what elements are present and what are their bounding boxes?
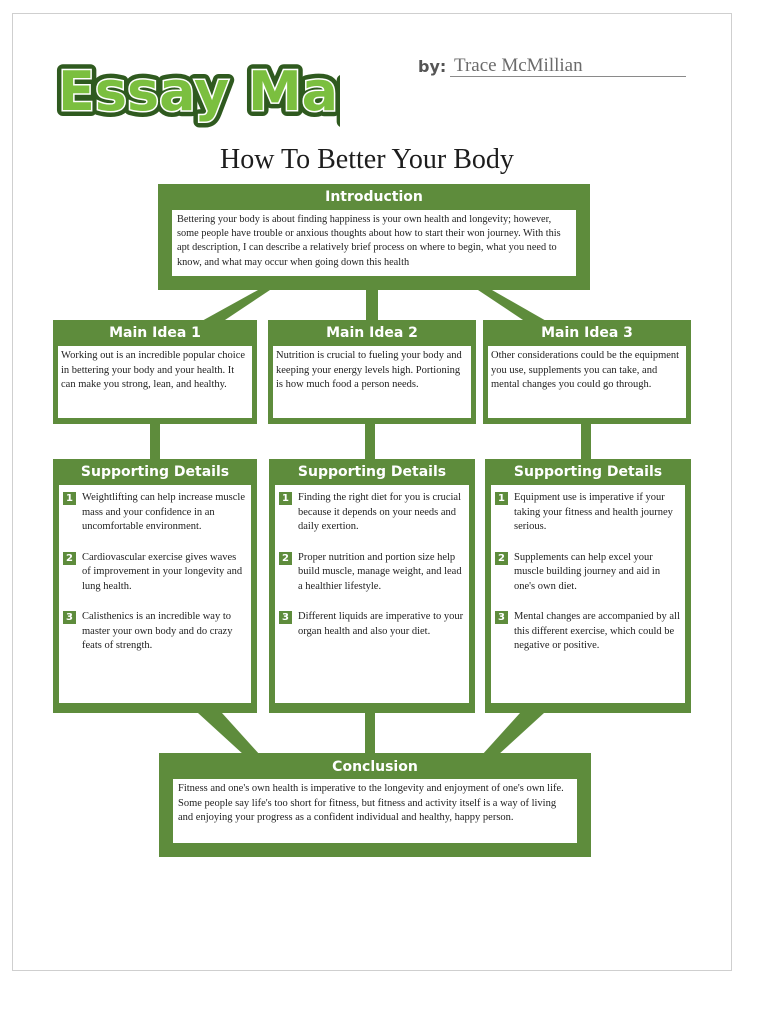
- detail-number-badge: 1: [63, 492, 76, 505]
- detail-number-badge: 3: [495, 611, 508, 624]
- detail-text: Mental changes are accompanied by all th…: [514, 611, 680, 651]
- connector-sup1-concl: [198, 713, 260, 755]
- supporting-details-2-box: Supporting Details 1 Finding the right d…: [269, 459, 475, 713]
- main-idea-3-heading: Main Idea 3: [541, 325, 633, 341]
- detail-item: 3 Mental changes are accompanied by all …: [495, 610, 681, 654]
- supporting-details-2-list: 1 Finding the right diet for you is cruc…: [275, 485, 469, 703]
- author-label: by:: [418, 57, 447, 76]
- author-underline: [450, 76, 686, 77]
- connector-idea2-sup2: [365, 424, 375, 460]
- connector-sup3-concl: [482, 713, 544, 755]
- detail-number-badge: 3: [279, 611, 292, 624]
- detail-number-badge: 1: [495, 492, 508, 505]
- detail-text: Different liquids are imperative to your…: [298, 611, 464, 637]
- detail-item: 1 Equipment use is imperative if your ta…: [495, 491, 681, 535]
- connector-intro-idea1: [200, 290, 270, 322]
- detail-text: Weightlifting can help increase muscle m…: [82, 492, 246, 532]
- detail-number-badge: 2: [63, 551, 76, 565]
- main-idea-2-heading: Main Idea 2: [326, 325, 418, 341]
- introduction-text: Bettering your body is about finding hap…: [172, 210, 576, 276]
- connector-intro-idea3: [478, 290, 548, 322]
- essay-map-logo: Essay Map Essay Map: [52, 54, 340, 128]
- detail-item: 2 Proper nutrition and portion size help…: [279, 551, 465, 595]
- connector-intro-idea2: [366, 290, 378, 322]
- supporting-details-3-list: 1 Equipment use is imperative if your ta…: [491, 485, 685, 703]
- conclusion-box: Conclusion Fitness and one's own health …: [159, 753, 591, 857]
- detail-text: Proper nutrition and portion size help b…: [298, 551, 462, 592]
- detail-item: 3 Calisthenics is an incredible way to m…: [63, 610, 247, 654]
- detail-number-badge: 1: [279, 492, 292, 505]
- detail-item: 3 Different liquids are imperative to yo…: [279, 610, 465, 639]
- introduction-box: Introduction Bettering your body is abou…: [158, 184, 590, 290]
- introduction-heading: Introduction: [325, 189, 423, 205]
- detail-text: Calisthenics is an incredible way to mas…: [82, 611, 233, 651]
- detail-number-badge: 2: [495, 551, 508, 565]
- detail-item: 1 Weightlifting can help increase muscle…: [63, 491, 247, 535]
- supporting-details-2-heading: Supporting Details: [297, 464, 447, 480]
- connector-idea3-sup3: [581, 424, 591, 460]
- supporting-details-3-heading: Supporting Details: [513, 464, 663, 480]
- main-idea-3-box: Main Idea 3 Other considerations could b…: [483, 320, 691, 424]
- supporting-details-1-box: Supporting Details 1 Weightlifting can h…: [53, 459, 257, 713]
- detail-text: Finding the right diet for you is crucia…: [298, 492, 462, 532]
- conclusion-heading: Conclusion: [332, 759, 418, 775]
- main-idea-1-box: Main Idea 1 Working out is an incredible…: [53, 320, 257, 424]
- author-name: Trace McMillian: [454, 55, 583, 76]
- page-title: How To Better Your Body: [220, 144, 514, 175]
- detail-text: Cardiovascular exercise gives waves of i…: [82, 551, 243, 592]
- connector-sup2-concl: [365, 713, 375, 755]
- detail-item: 2 Cardiovascular exercise gives waves of…: [63, 551, 247, 595]
- supporting-details-1-heading: Supporting Details: [80, 464, 230, 480]
- detail-text: Supplements can help excel your muscle b…: [514, 551, 661, 592]
- main-idea-3-text: Other considerations could be the equipm…: [488, 346, 686, 418]
- svg-text:Essay Map: Essay Map: [58, 60, 340, 123]
- supporting-details-3-box: Supporting Details 1 Equipment use is im…: [485, 459, 691, 713]
- main-idea-2-text: Nutrition is crucial to fueling your bod…: [273, 346, 471, 418]
- svg-text:Essay Map: Essay Map: [58, 60, 340, 123]
- detail-item: 1 Finding the right diet for you is cruc…: [279, 491, 465, 535]
- main-idea-2-box: Main Idea 2 Nutrition is crucial to fuel…: [268, 320, 476, 424]
- connector-idea1-sup1: [150, 424, 160, 460]
- main-idea-1-text: Working out is an incredible popular cho…: [58, 346, 252, 418]
- main-idea-1-heading: Main Idea 1: [109, 325, 201, 341]
- detail-number-badge: 3: [63, 611, 76, 624]
- detail-text: Equipment use is imperative if your taki…: [514, 492, 673, 532]
- conclusion-text: Fitness and one's own health is imperati…: [173, 779, 577, 843]
- detail-number-badge: 2: [279, 551, 292, 565]
- detail-item: 2 Supplements can help excel your muscle…: [495, 551, 681, 595]
- supporting-details-1-list: 1 Weightlifting can help increase muscle…: [59, 485, 251, 703]
